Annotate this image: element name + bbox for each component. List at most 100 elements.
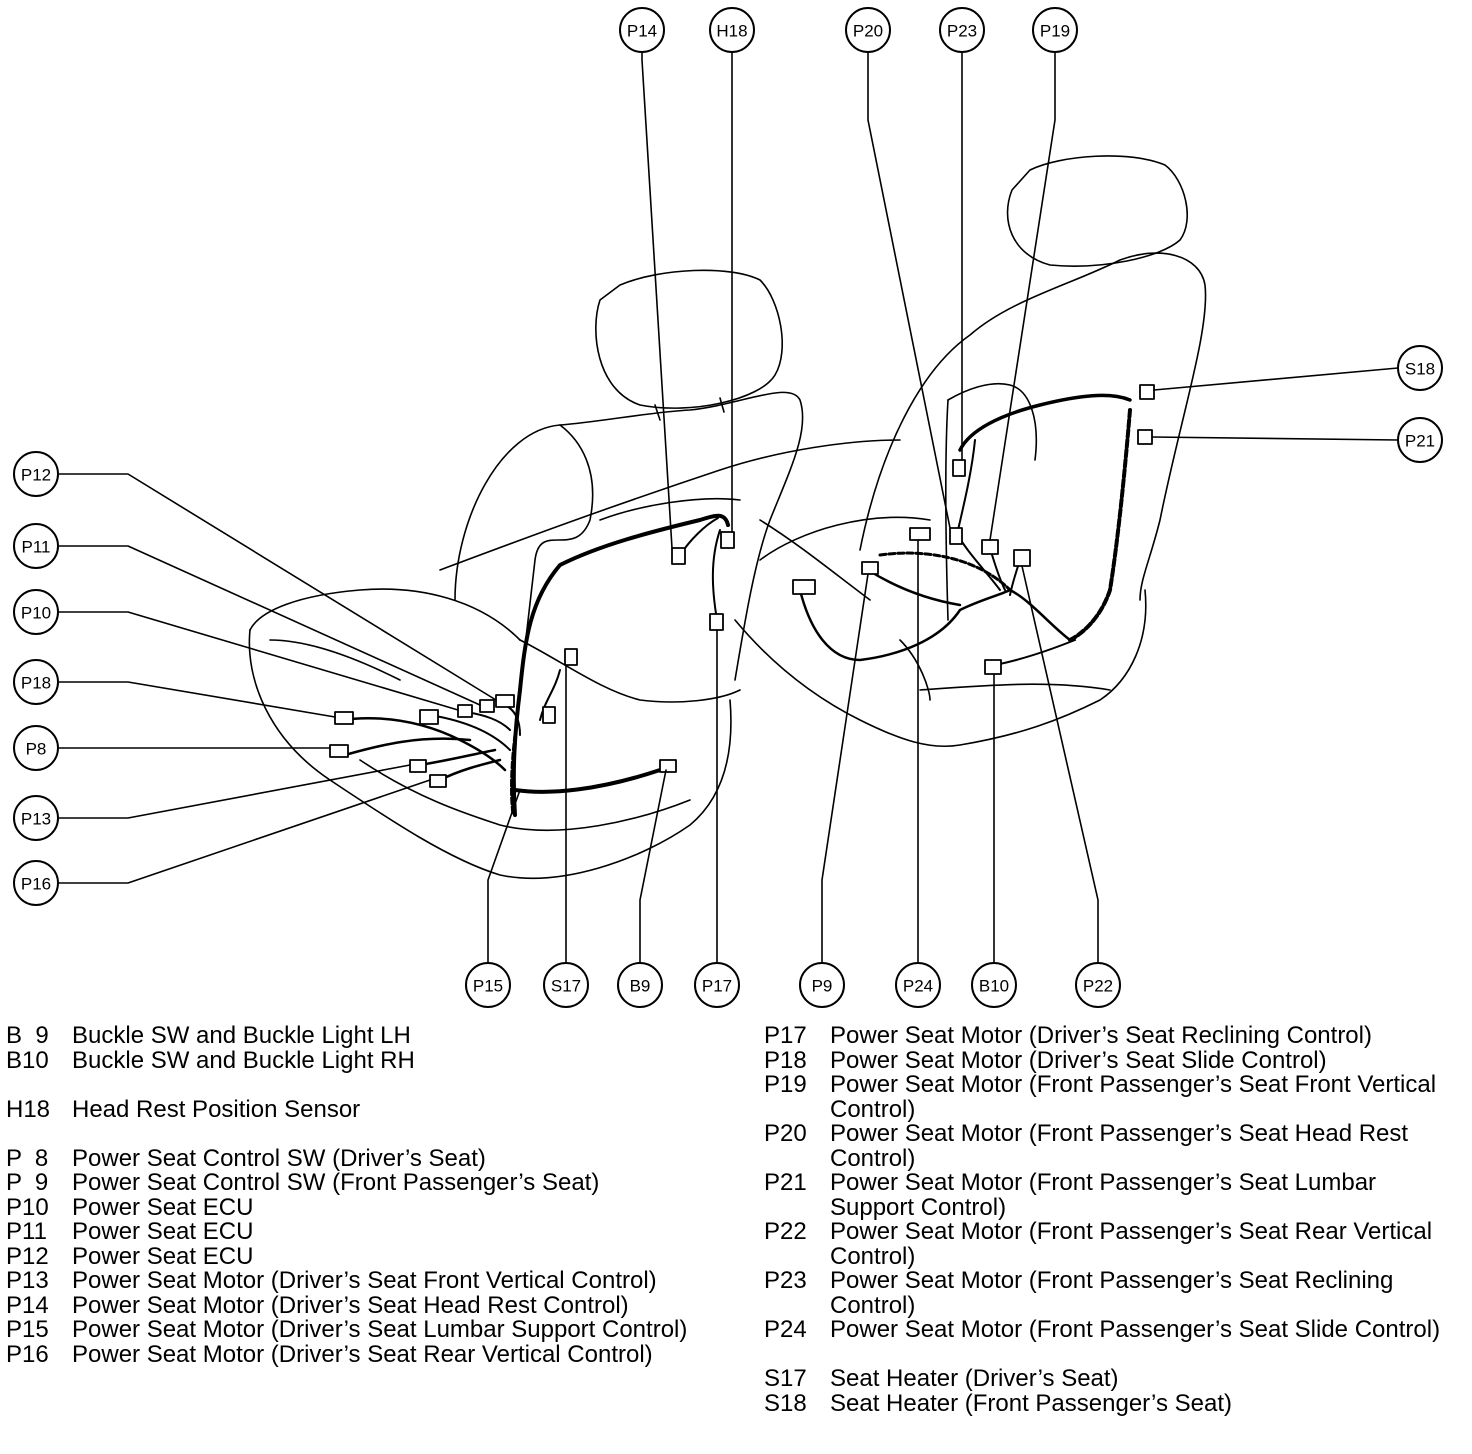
legend-desc: Power Seat Motor (Driver’s Seat Front Ve… bbox=[72, 1267, 657, 1294]
legend-item-P9: P 9 Power Seat Control SW (Front Passeng… bbox=[6, 1170, 746, 1196]
legend-left: B 9 Buckle SW and Buckle Light LH B10 Bu… bbox=[6, 1022, 746, 1368]
connector-P8 bbox=[329, 744, 349, 758]
callout-P20: P20 bbox=[853, 22, 883, 41]
legend-item-P14: P14 Power Seat Motor (Driver’s Seat Head… bbox=[6, 1291, 746, 1319]
legend-desc: Power Seat Motor (Driver’s Seat Slide Co… bbox=[830, 1046, 1327, 1074]
legend-item-P24: P24 Power Seat Motor (Front Passenger’s … bbox=[764, 1316, 1464, 1343]
legend-code: B 9 bbox=[6, 1022, 49, 1049]
legend-code: P15 bbox=[6, 1316, 49, 1343]
connector-H18 bbox=[720, 531, 735, 549]
connector-B9 bbox=[659, 759, 677, 773]
legend-code: P22 bbox=[764, 1218, 807, 1245]
callout-P16: P16 bbox=[21, 875, 51, 894]
connector-P16 bbox=[429, 774, 447, 788]
callout-S17: S17 bbox=[551, 977, 581, 996]
legend-code: P14 bbox=[6, 1291, 49, 1319]
legend-desc: Head Rest Position Sensor bbox=[72, 1095, 361, 1123]
legend-code: P19 bbox=[764, 1071, 807, 1098]
connector-P24 bbox=[909, 527, 931, 541]
legend-desc: Power Seat ECU bbox=[72, 1193, 254, 1221]
callout-circles bbox=[13, 7, 1443, 1008]
connector-P22 bbox=[1013, 549, 1031, 567]
callout-P15: P15 bbox=[473, 977, 503, 996]
connector-P9 bbox=[861, 561, 879, 575]
legend-right: P17 Power Seat Motor (Driver’s Seat Recl… bbox=[764, 1022, 1464, 1417]
legend-desc: Power Seat ECU bbox=[72, 1242, 254, 1270]
legend-item-B9: B 9 Buckle SW and Buckle Light LH bbox=[6, 1022, 746, 1049]
legend-desc: Power Seat Control SW (Driver’s Seat) bbox=[72, 1144, 486, 1172]
connector-B10 bbox=[984, 659, 1002, 675]
callout-B10: B10 bbox=[979, 977, 1009, 996]
legend-desc: Power Seat Motor (Front Passenger’s Seat… bbox=[830, 1169, 1377, 1221]
callout-P23: P23 bbox=[947, 22, 977, 41]
connector-P10 bbox=[457, 704, 473, 718]
connector-P12 bbox=[495, 694, 515, 708]
callout-B9: B9 bbox=[630, 977, 651, 996]
legend-item-P17: P17 Power Seat Motor (Driver’s Seat Recl… bbox=[764, 1022, 1464, 1049]
connector-P23 bbox=[952, 459, 966, 477]
connector-P20 bbox=[949, 527, 963, 545]
legend-item-P19: P19 Power Seat Motor (Front Passenger’s … bbox=[764, 1071, 1464, 1123]
legend-desc: Power Seat Motor (Driver’s Seat Reclinin… bbox=[830, 1022, 1372, 1049]
legend-code: P20 bbox=[764, 1120, 807, 1147]
callout-S18: S18 bbox=[1405, 360, 1435, 379]
legend-desc: Power Seat Motor (Front Passenger’s Seat… bbox=[830, 1267, 1394, 1319]
legend-item-S18: S18 Seat Heater (Front Passenger’s Seat) bbox=[764, 1389, 1464, 1417]
legend-item-P16: P16 Power Seat Motor (Driver’s Seat Rear… bbox=[6, 1342, 746, 1368]
connector-S17 bbox=[564, 648, 578, 666]
connector-P15 bbox=[542, 706, 556, 724]
legend-desc: Power Seat Motor (Driver’s Seat Head Res… bbox=[72, 1291, 629, 1319]
callout-P17: P17 bbox=[702, 977, 732, 996]
callout-P12: P12 bbox=[21, 466, 51, 485]
legend-code: P24 bbox=[764, 1316, 807, 1343]
legend-item-P23: P23 Power Seat Motor (Front Passenger’s … bbox=[764, 1267, 1464, 1319]
driver-seat-outline bbox=[248, 269, 901, 879]
legend-desc: Buckle SW and Buckle Light RH bbox=[72, 1046, 415, 1074]
legend-desc: Power Seat ECU bbox=[72, 1218, 254, 1245]
legend-desc: Power Seat Motor (Front Passenger’s Seat… bbox=[830, 1316, 1441, 1343]
legend-code: S17 bbox=[764, 1365, 807, 1392]
connector-S18 bbox=[1139, 384, 1155, 400]
legend-item-P10: P10 Power Seat ECU bbox=[6, 1193, 746, 1221]
legend-code: P18 bbox=[764, 1046, 807, 1074]
callout-P9: P9 bbox=[812, 977, 833, 996]
legend-desc: Power Seat Motor (Front Passenger’s Seat… bbox=[830, 1120, 1409, 1172]
legend-desc: Buckle SW and Buckle Light LH bbox=[72, 1022, 411, 1049]
connector-P11 bbox=[479, 699, 495, 713]
callout-P14: P14 bbox=[627, 22, 657, 41]
legend-item-S17: S17 Seat Heater (Driver’s Seat) bbox=[764, 1365, 1464, 1392]
legend-item-P18: P18 Power Seat Motor (Driver’s Seat Slid… bbox=[764, 1046, 1464, 1074]
callout-P18: P18 bbox=[21, 674, 51, 693]
connector-P13 bbox=[409, 759, 427, 773]
legend-code: P12 bbox=[6, 1242, 49, 1270]
legend-code: P10 bbox=[6, 1193, 49, 1221]
connector-P14 bbox=[671, 547, 686, 565]
callout-P10: P10 bbox=[21, 604, 51, 623]
legend-code: B10 bbox=[6, 1046, 49, 1074]
callout-P8: P8 bbox=[26, 740, 47, 759]
connector-P18 bbox=[334, 711, 354, 725]
legend-code: P21 bbox=[764, 1169, 807, 1196]
callout-P22: P22 bbox=[1083, 977, 1113, 996]
legend-item-P8: P 8 Power Seat Control SW (Driver’s Seat… bbox=[6, 1144, 746, 1172]
legend-desc: Power Seat Motor (Front Passenger’s Seat… bbox=[830, 1071, 1437, 1123]
connectors bbox=[329, 384, 1155, 788]
callout-P19: P19 bbox=[1040, 22, 1070, 41]
legend-code: P11 bbox=[6, 1218, 47, 1245]
callout-P11: P11 bbox=[22, 538, 51, 557]
legend-desc: Power Seat Motor (Front Passenger’s Seat… bbox=[830, 1218, 1433, 1270]
legend-item-P13: P13 Power Seat Motor (Driver’s Seat Fron… bbox=[6, 1267, 746, 1294]
legend-desc: Power Seat Motor (Driver’s Seat Lumbar S… bbox=[72, 1316, 688, 1343]
legend-code: P23 bbox=[764, 1267, 807, 1294]
connector-passenger-ecu bbox=[792, 579, 816, 595]
callout-P13: P13 bbox=[21, 810, 51, 829]
callout-P24: P24 bbox=[903, 977, 933, 996]
legend-desc: Seat Heater (Driver’s Seat) bbox=[830, 1365, 1119, 1392]
callout-P21: P21 bbox=[1405, 432, 1435, 451]
driver-seat-harness bbox=[338, 513, 730, 817]
legend-code: P17 bbox=[764, 1022, 807, 1049]
callout-H18: H18 bbox=[716, 22, 747, 41]
legend-desc: Seat Heater (Front Passenger’s Seat) bbox=[830, 1389, 1232, 1417]
legend-item-P11: P11 Power Seat ECU bbox=[6, 1218, 746, 1245]
legend-item-P20: P20 Power Seat Motor (Front Passenger’s … bbox=[764, 1120, 1464, 1172]
